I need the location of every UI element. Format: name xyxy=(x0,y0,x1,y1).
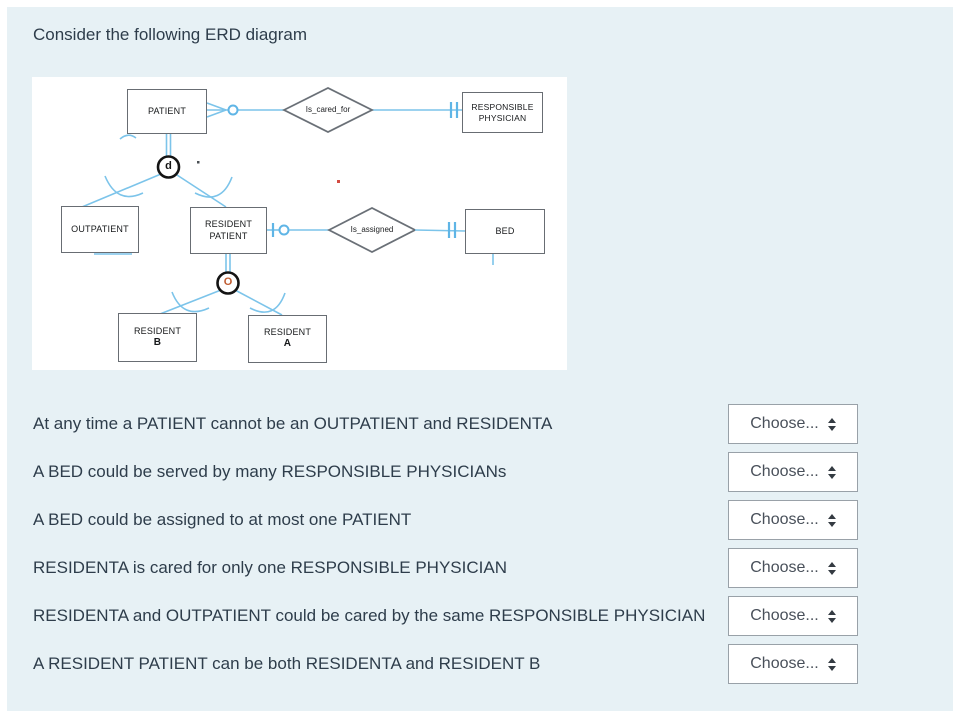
question-text: A BED could be served by many RESPONSIBL… xyxy=(33,462,507,481)
branch-to-outpatient xyxy=(81,173,162,208)
dropdown-arrows-icon xyxy=(827,657,836,671)
choice-dropdown[interactable]: Choose... xyxy=(728,644,858,684)
question-row: At any time a PATIENT cannot be an OUTPA… xyxy=(33,404,858,444)
entity-responsible-physician: RESPONSIBLE PHYSICIAN xyxy=(462,92,543,133)
entity-label: PATIENT xyxy=(209,230,248,241)
choice-dropdown[interactable]: Choose... xyxy=(728,452,858,492)
choice-dropdown[interactable]: Choose... xyxy=(728,548,858,588)
branch-to-resident-b xyxy=(159,289,222,315)
choice-dropdown[interactable]: Choose... xyxy=(728,404,858,444)
entity-label: PATIENT xyxy=(147,105,187,116)
question-list: At any time a PATIENT cannot be an OUTPA… xyxy=(33,404,858,692)
question-row: A BED could be served by many RESPONSIBL… xyxy=(33,452,858,492)
dropdown-selected-value: Choose... xyxy=(750,463,819,480)
branch-to-resident-a xyxy=(234,289,283,316)
entity-bed: BED xyxy=(465,209,545,254)
subset-arc-icon xyxy=(249,292,286,313)
dropdown-selected-value: Choose... xyxy=(750,415,819,432)
relationship-label-is-cared-for: Is_cared_for xyxy=(305,105,351,114)
disjoint-circle xyxy=(156,155,181,179)
dropdown-selected-value: Choose... xyxy=(750,511,819,528)
question-text: RESIDENTA is cared for only one RESPONSI… xyxy=(33,558,507,577)
entity-label: BED xyxy=(495,225,515,236)
subset-arc-icon xyxy=(104,175,144,198)
overlap-circle xyxy=(216,271,240,295)
crows-foot-icon xyxy=(206,109,227,118)
entity-patient: PATIENT xyxy=(127,89,207,134)
question-text: RESIDENTA and OUTPATIENT could be cared … xyxy=(33,606,706,625)
erd-diagram: PATIENT RESPONSIBLE PHYSICIAN OUTPATIENT… xyxy=(32,77,567,370)
entity-resident-b: RESIDENT B xyxy=(118,313,197,362)
relationship-is-cared-for-diamond xyxy=(281,86,375,134)
disjoint-label: d xyxy=(165,160,172,172)
subset-arc-icon xyxy=(194,176,233,198)
question-text: A BED could be assigned to at most one P… xyxy=(33,510,412,529)
dropdown-arrows-icon xyxy=(827,417,836,431)
entity-label: RESPONSIBLE xyxy=(471,101,534,112)
entity-label: A xyxy=(283,338,292,350)
overlap-label: O xyxy=(223,276,233,288)
entity-resident-patient: RESIDENT PATIENT xyxy=(190,207,267,254)
crows-foot-icon xyxy=(206,102,227,111)
red-dot-artifact xyxy=(337,180,340,183)
dropdown-arrows-icon xyxy=(827,561,836,575)
choice-dropdown[interactable]: Choose... xyxy=(728,596,858,636)
optional-circle-icon xyxy=(278,224,290,236)
question-row: A RESIDENT PATIENT can be both RESIDENTA… xyxy=(33,644,858,684)
dropdown-selected-value: Choose... xyxy=(750,559,819,576)
dropdown-selected-value: Choose... xyxy=(750,607,819,624)
entity-label: PHYSICIAN xyxy=(478,112,527,123)
question-panel: Consider the following ERD diagram xyxy=(7,7,953,711)
entity-label: RESIDENT xyxy=(263,327,312,338)
entity-resident-a: RESIDENT A xyxy=(248,315,327,363)
subset-arc-icon xyxy=(171,291,210,313)
entity-outpatient: OUTPATIENT xyxy=(61,206,139,253)
connector-assigned-bed xyxy=(414,229,466,232)
entity-label: RESIDENT xyxy=(204,219,253,230)
question-row: A BED could be assigned to at most one P… xyxy=(33,500,858,540)
question-row: RESIDENTA and OUTPATIENT could be cared … xyxy=(33,596,858,636)
entity-label: B xyxy=(153,336,162,348)
optional-circle-icon xyxy=(227,104,239,116)
dot-artifact xyxy=(197,161,200,164)
branch-to-resident-patient xyxy=(176,174,227,208)
entity-label: RESIDENT xyxy=(133,325,182,336)
dropdown-selected-value: Choose... xyxy=(750,655,819,672)
entity-label: OUTPATIENT xyxy=(71,223,129,234)
question-text: A RESIDENT PATIENT can be both RESIDENTA… xyxy=(33,654,541,673)
choice-dropdown[interactable]: Choose... xyxy=(728,500,858,540)
relationship-label-is-assigned: Is_assigned xyxy=(350,225,394,234)
stray-arc-artifact xyxy=(119,134,137,140)
dropdown-arrows-icon xyxy=(827,465,836,479)
dropdown-arrows-icon xyxy=(827,513,836,527)
question-title: Consider the following ERD diagram xyxy=(33,25,308,44)
question-text: At any time a PATIENT cannot be an OUTPA… xyxy=(33,414,553,433)
erd-connectors-svg xyxy=(81,86,494,316)
question-row: RESIDENTA is cared for only one RESPONSI… xyxy=(33,548,858,588)
dropdown-arrows-icon xyxy=(827,609,836,623)
